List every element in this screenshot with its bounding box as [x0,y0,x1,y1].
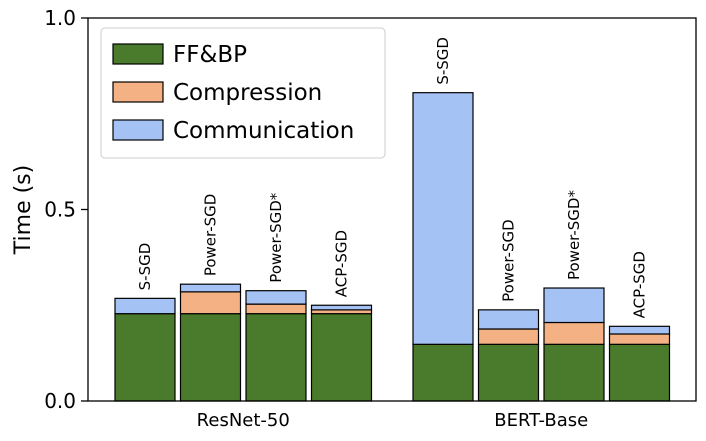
bar-method-labels: S-SGD Power-SGD Power-SGD* ACP-SGD S-SGD Powe… [136,37,649,318]
bar-segment-communication [179,283,242,293]
y-tick-label: 0.0 [44,389,76,413]
bar-segment-communication [412,92,474,345]
bar-method-label: ACP-SGD [333,230,351,297]
bar-segment-ff-bp [412,343,474,402]
bar-segment-communication [245,290,307,305]
y-axis-label: Time (s) [11,165,36,255]
x-category-label: ResNet-50 [197,410,290,431]
x-category-labels: ResNet-50 BERT-Base [197,410,589,431]
bar-method-label: S-SGD [434,37,452,85]
y-tick-label: 1.0 [44,6,76,30]
bar-segment-ff-bp [477,343,540,402]
legend-box [100,27,386,159]
bar-method-label: Power-SGD [202,194,220,277]
bar-segment-ff-bp [245,313,307,402]
bar-segment-communication [310,304,373,311]
y-ticks: 0.0 0.5 1.0 [44,6,88,413]
bar-segment-communication [114,297,176,315]
bar-method-label: Power-SGD [500,219,518,302]
legend-swatch [112,43,164,65]
bar-segment-compression [543,321,605,345]
bar-segment-ff-bp [310,313,373,402]
bars-layer [114,92,671,402]
bar-method-label: Power-SGD* [565,190,583,281]
bar-method-label: S-SGD [136,243,154,291]
bar-method-label: Power-SGD* [267,192,285,283]
bar-segment-compression [179,291,242,315]
x-category-label: BERT-Base [494,410,588,431]
bar-segment-communication [543,287,605,324]
bar-segment-ff-bp [114,313,176,402]
bar-segment-ff-bp [543,343,605,402]
y-tick-label: 0.5 [44,198,76,222]
bar-segment-ff-bp [179,313,242,402]
legend-swatch [112,81,164,103]
bar-method-label: ACP-SGD [631,251,649,318]
bar-segment-compression [608,333,671,345]
bar-segment-communication [608,325,671,335]
bar-segment-ff-bp [608,343,671,402]
legend-label: Compression [173,80,322,106]
bar-segment-communication [477,309,540,330]
legend-label: FF&BP [173,42,247,68]
legend-swatch [112,119,164,141]
bar-segment-compression [477,328,540,345]
legend-label: Communication [173,118,354,144]
bar-segment-compression [245,303,307,315]
